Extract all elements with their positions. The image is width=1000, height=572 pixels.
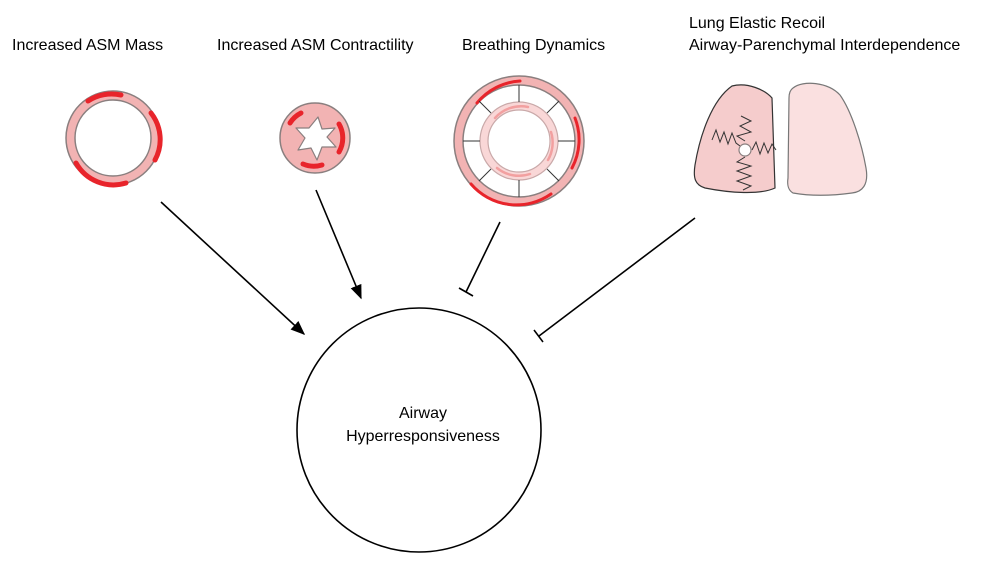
outcome-line-2: Hyperresponsiveness bbox=[346, 428, 500, 445]
airway-breathing-icon bbox=[453, 75, 585, 207]
outcome-label: Airway Hyperresponsiveness bbox=[298, 402, 548, 448]
label-asm-contractility: Increased ASM Contractility bbox=[217, 37, 414, 54]
label-breathing-dynamics: Breathing Dynamics bbox=[462, 37, 606, 54]
label-lung-recoil: Lung Elastic Recoil bbox=[689, 15, 826, 32]
right-lung bbox=[787, 82, 868, 196]
inhibit-lung-recoil bbox=[533, 217, 696, 343]
outcome-node bbox=[296, 307, 542, 553]
arrow-asm-mass bbox=[160, 201, 306, 335]
outcome-line-1: Airway bbox=[398, 405, 447, 422]
lungs-icon bbox=[693, 82, 868, 196]
label-interdependence: Airway-Parenchymal Interdependence bbox=[689, 37, 961, 54]
airway-thick-asm-icon bbox=[65, 90, 163, 188]
inhibit-breathing-dynamics bbox=[458, 221, 501, 297]
arrow-asm-contractility bbox=[315, 189, 362, 300]
airway-constricted-icon bbox=[279, 102, 351, 174]
label-asm-mass: Increased ASM Mass bbox=[12, 37, 164, 54]
